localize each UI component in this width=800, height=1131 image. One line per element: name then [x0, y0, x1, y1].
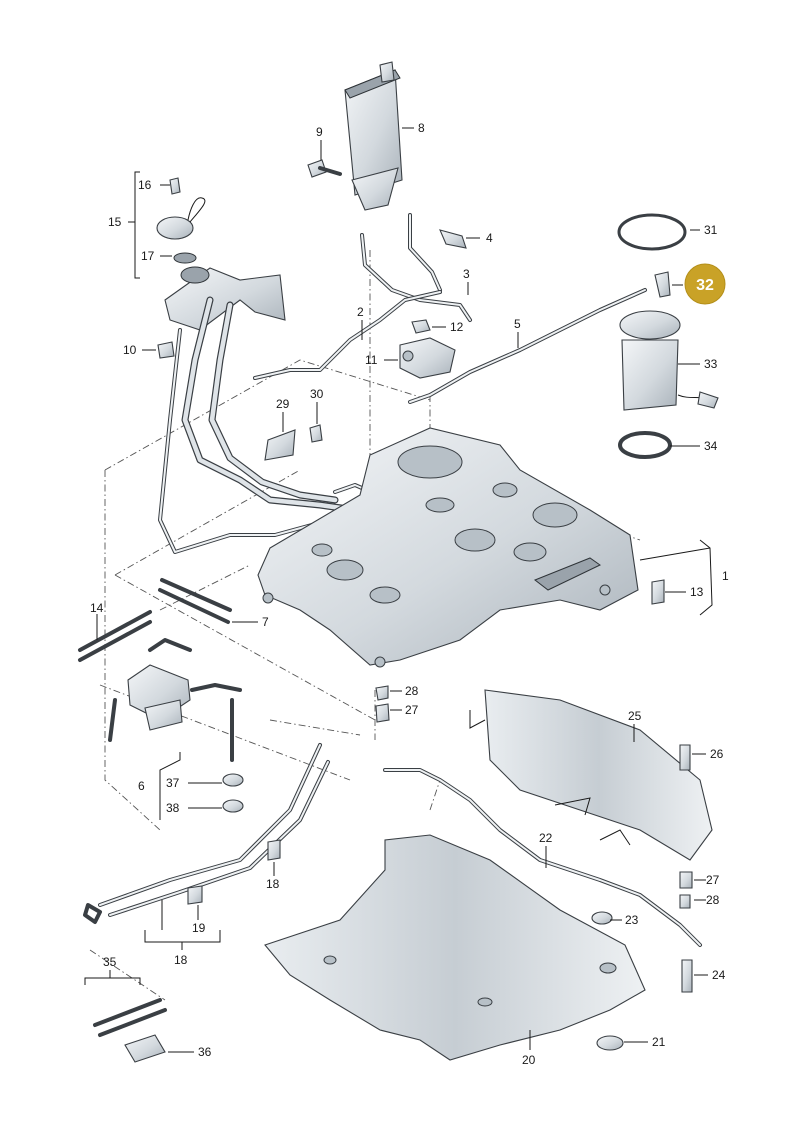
screw-28b[interactable]	[679, 894, 691, 909]
cable-ties-35[interactable]	[93, 998, 167, 1037]
highlight-badge-circle	[684, 263, 726, 305]
sensor-30[interactable]	[309, 424, 323, 443]
label-11: 11	[365, 353, 378, 367]
nut-12[interactable]	[411, 319, 431, 334]
label-3: 3	[463, 267, 470, 281]
seal-ring-34[interactable]	[618, 431, 672, 459]
highlight-badge-32[interactable]: 32	[684, 263, 726, 305]
label-4: 4	[486, 231, 493, 245]
cable-ties-14[interactable]	[78, 610, 152, 662]
clamp-38[interactable]	[222, 799, 244, 813]
label-1: 1	[722, 569, 729, 583]
label-12: 12	[450, 320, 464, 334]
bracket-29[interactable]	[264, 429, 296, 461]
label-34: 34	[704, 439, 718, 453]
buffer-13[interactable]	[651, 579, 665, 605]
vent-lines	[253, 213, 647, 404]
label-38: 38	[166, 801, 180, 815]
label-36: 36	[198, 1045, 212, 1059]
assembly-guide-lines	[89, 250, 641, 1001]
clip-19[interactable]	[187, 885, 203, 905]
label-18a: 18	[266, 877, 280, 891]
fuel-lines-18[interactable]	[83, 743, 330, 924]
label-7: 7	[262, 615, 269, 629]
label-20: 20	[522, 1053, 536, 1067]
label-14: 14	[90, 601, 104, 615]
bolt-10[interactable]	[157, 341, 175, 359]
label-27b: 27	[706, 873, 720, 887]
connector-32[interactable]	[654, 271, 671, 298]
heat-shield-25[interactable]	[469, 689, 713, 861]
ring-31[interactable]	[617, 213, 687, 251]
brace-22[interactable]	[383, 768, 702, 947]
valve-11[interactable]	[399, 337, 456, 379]
screw-28[interactable]	[375, 685, 389, 701]
label-9: 9	[316, 125, 323, 139]
label-10: 10	[123, 343, 137, 357]
fuel-cap-15[interactable]	[156, 177, 206, 264]
clip-18[interactable]	[267, 839, 281, 861]
clip-21[interactable]	[596, 1035, 624, 1051]
label-27: 27	[405, 703, 419, 717]
label-22: 22	[539, 831, 553, 845]
label-2: 2	[357, 305, 364, 319]
label-33: 33	[704, 357, 718, 371]
label-6: 6	[138, 779, 145, 793]
label-29: 29	[276, 397, 290, 411]
label-28b: 28	[706, 893, 720, 907]
label-26: 26	[710, 747, 724, 761]
connector-36[interactable]	[124, 1034, 166, 1063]
underbody-cover-20[interactable]	[264, 834, 646, 1061]
screw-26[interactable]	[679, 744, 691, 771]
label-5: 5	[514, 317, 521, 331]
label-21: 21	[652, 1035, 666, 1049]
label-28: 28	[405, 684, 419, 698]
label-23: 23	[625, 913, 639, 927]
label-35: 35	[103, 955, 117, 969]
bolt-9[interactable]	[307, 159, 342, 178]
label-8: 8	[418, 121, 425, 135]
label-18b: 18	[174, 953, 188, 967]
clip-4[interactable]	[439, 229, 467, 249]
bolt-24[interactable]	[681, 959, 693, 993]
label-37: 37	[166, 776, 180, 790]
part-labels: 8 9 4 3 2 5 12 11 16 15 17 10 29 30 31 3…	[90, 121, 729, 1067]
fuel-filter-6[interactable]	[108, 638, 242, 762]
fuel-pump-33[interactable]	[619, 310, 719, 411]
label-13: 13	[690, 585, 704, 599]
label-25: 25	[628, 709, 642, 723]
label-19: 19	[192, 921, 206, 935]
label-24: 24	[712, 968, 726, 982]
bush-27[interactable]	[375, 703, 390, 723]
nut-23[interactable]	[591, 911, 613, 925]
leader-lines	[84, 127, 713, 1053]
label-15: 15	[108, 215, 122, 229]
label-31: 31	[704, 223, 718, 237]
label-17: 17	[141, 249, 155, 263]
label-30: 30	[310, 387, 324, 401]
tensioning-strap-7[interactable]	[158, 578, 232, 624]
clamp-37[interactable]	[222, 773, 244, 787]
highlight-badge-label: 32	[696, 277, 714, 294]
fuel-tank-1[interactable]	[257, 427, 639, 668]
charcoal-canister-8[interactable]	[344, 61, 403, 211]
label-16: 16	[138, 178, 152, 192]
bush-27b[interactable]	[679, 871, 693, 889]
